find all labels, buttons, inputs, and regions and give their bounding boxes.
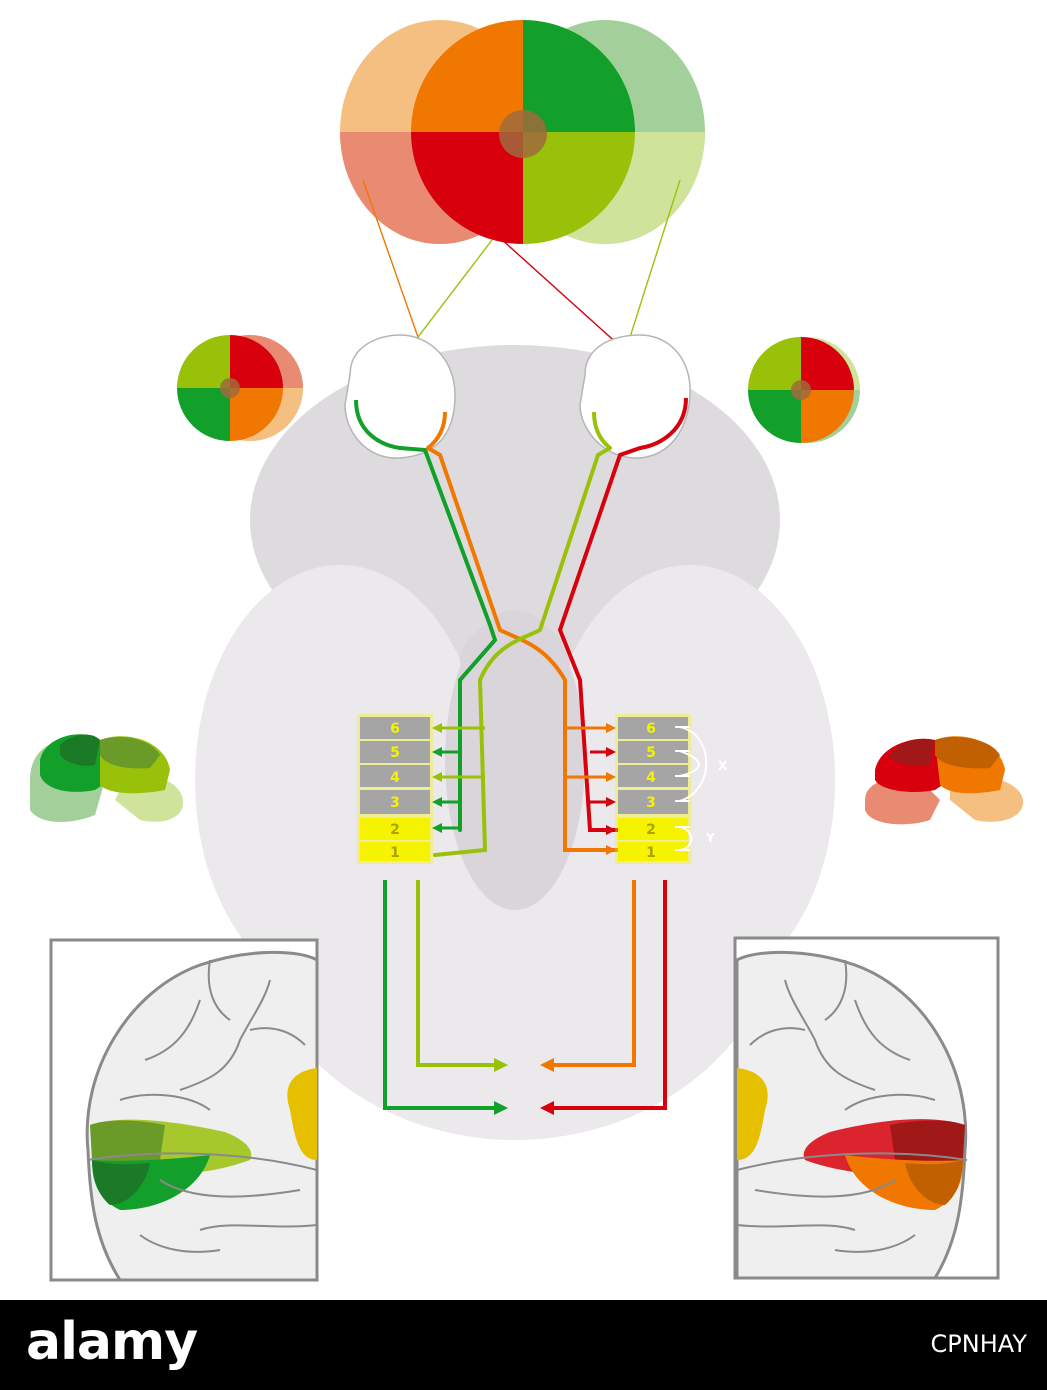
marker-x: X — [718, 759, 728, 773]
right-layer-4: 4 — [646, 770, 656, 786]
right-brain-inset — [733, 936, 1000, 1280]
right-lgn-inputs — [565, 723, 616, 855]
footer-bar: alamy CPNHAY — [0, 1300, 1047, 1390]
right-layer-5: 5 — [646, 745, 656, 761]
left-layer-4: 4 — [390, 770, 400, 786]
right-layer-6: 6 — [646, 721, 656, 737]
visual-pathway-diagram: 6 5 4 3 2 1 6 5 4 3 2 1 — [30, 20, 1024, 1282]
visual-field — [340, 20, 705, 244]
image-id: CPNHAY — [930, 1330, 1027, 1358]
left-layer-2: 2 — [390, 822, 400, 838]
marker-y: Y — [705, 831, 715, 845]
right-eyeball — [579, 334, 691, 459]
left-layer-3: 3 — [390, 795, 400, 811]
left-eye-field — [177, 335, 303, 441]
left-eyeball — [344, 334, 456, 459]
left-lgn-inputs — [432, 723, 485, 833]
retinas — [354, 397, 688, 450]
optic-pathways — [398, 446, 642, 857]
left-brain-inset — [49, 938, 319, 1282]
left-layer-6: 6 — [390, 721, 400, 737]
left-layer-1: 1 — [390, 845, 400, 861]
watermark-logo: alamy — [26, 1312, 198, 1372]
left-layer-5: 5 — [390, 745, 400, 761]
right-layer-2: 2 — [646, 822, 656, 838]
right-lgn: 6 5 4 3 2 1 — [615, 714, 691, 864]
right-visual-cortex-map — [865, 736, 1024, 825]
right-lgn-white-arrows — [675, 726, 708, 851]
right-eye-field — [748, 337, 860, 443]
fovea-marker — [499, 110, 547, 158]
optic-radiations — [383, 880, 667, 1115]
left-lgn: 6 5 4 3 2 1 — [357, 714, 433, 864]
left-visual-cortex-map — [30, 734, 184, 822]
right-layer-1: 1 — [646, 845, 656, 861]
right-layer-3: 3 — [646, 795, 656, 811]
